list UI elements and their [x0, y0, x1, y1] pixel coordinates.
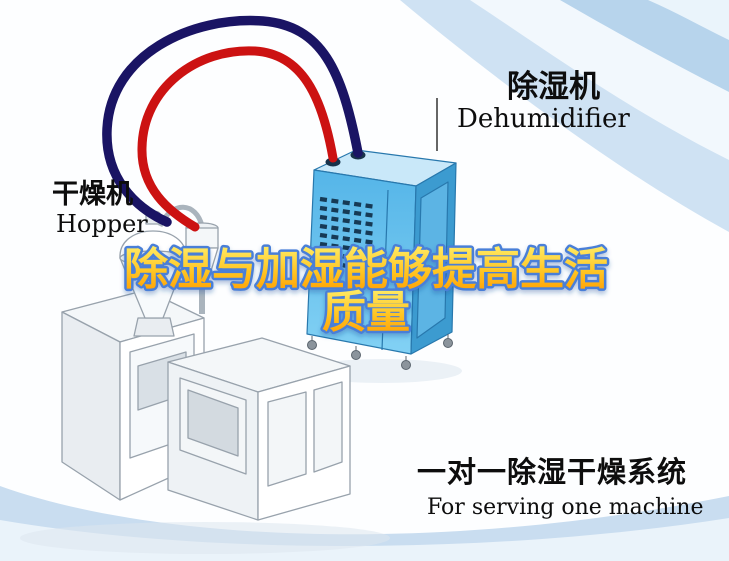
dehumidifier-side-door: [416, 181, 449, 339]
return-hose-navy: [102, 15, 363, 227]
hopper-dome: [119, 230, 187, 259]
left-cabinet-left-face: [61, 311, 121, 501]
long-cabinet-panel-1-vent: [187, 389, 239, 457]
main-title: 除湿与加湿能够提高生活 质量: [122, 242, 611, 341]
hopper-dryer: [119, 204, 219, 337]
front-door-handle: [393, 264, 398, 277]
front-door-seam: [381, 189, 389, 351]
dehumidifier-label-cn: 除湿机: [507, 69, 600, 105]
hopper-label-en: Hopper: [56, 210, 148, 238]
casters: [307, 334, 453, 370]
title-line2: 质量: [322, 287, 410, 338]
sweep-top-right-corner: [648, 0, 729, 40]
hopper-rim: [119, 250, 187, 266]
hopper-label-cn: 干燥机: [52, 179, 133, 210]
sweep-top-right-inner: [560, 0, 729, 92]
caption-en: For serving one machine: [427, 495, 704, 520]
long-cabinet-panel-2: [267, 391, 307, 487]
dehumidifier-label-en: Dehumidifier: [457, 104, 630, 134]
supply-hose-red: [137, 46, 338, 232]
hoses: [102, 15, 363, 232]
vent-grille: [319, 196, 377, 273]
cyclone-cone: [185, 247, 219, 285]
extruder-machine: [61, 289, 351, 521]
title-line1: 除湿与加湿能够提高生活: [124, 244, 608, 295]
dehumidifier-unit: [306, 149, 457, 370]
caption-cn: 一对一除湿干燥系统: [417, 455, 688, 489]
machine-shadow: [20, 522, 390, 554]
long-cabinet-panel-3: [313, 381, 343, 473]
hopper-flange: [133, 317, 175, 337]
